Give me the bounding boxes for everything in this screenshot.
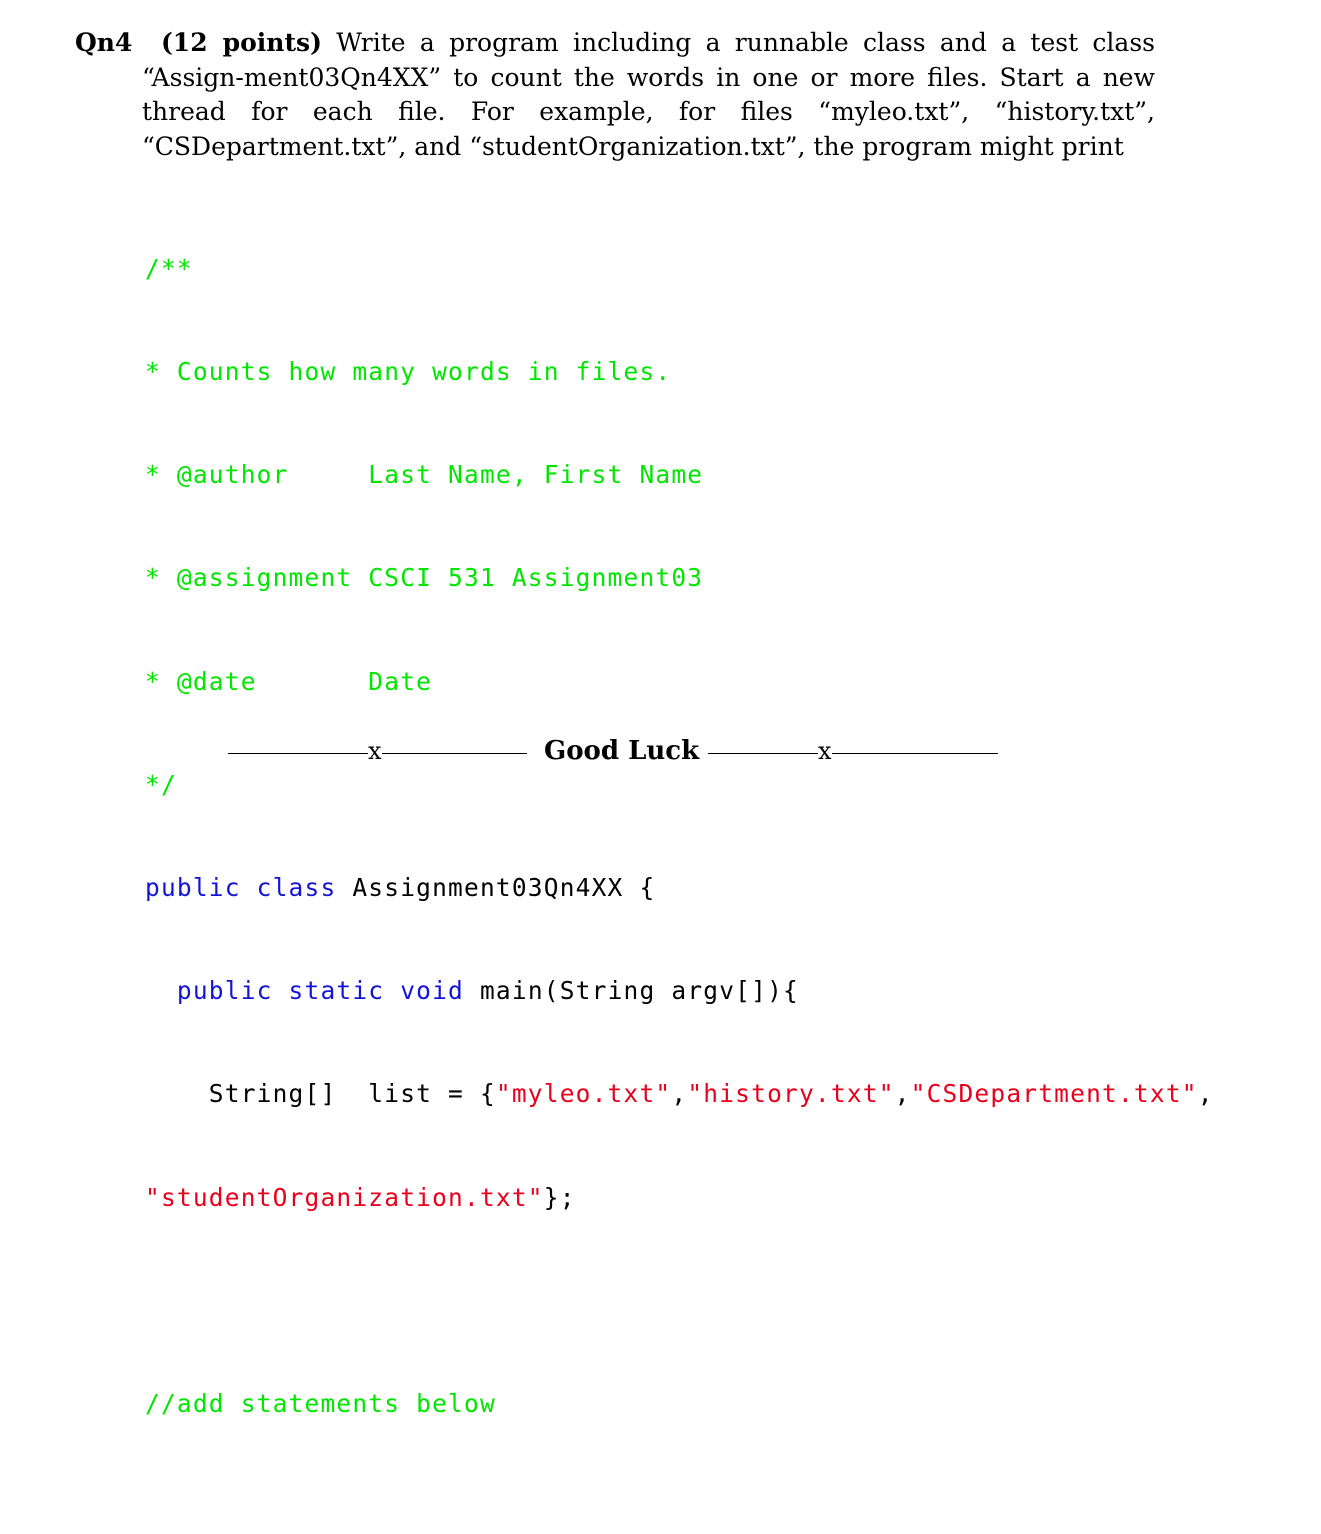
question-body: Write a program including a runnable cla… — [142, 28, 1155, 161]
divider-rule — [832, 753, 998, 755]
class-declaration: public class Assignment03Qn4XX { — [145, 871, 1214, 905]
keyword: public static void — [176, 976, 465, 1006]
code-listing: /** * Counts how many words in files. * … — [145, 183, 1214, 1534]
doc-comment-line: * @author Last Name, First Name — [145, 460, 704, 490]
string-literal: "myleo.txt" — [495, 1079, 672, 1109]
list-continuation: "studentOrganization.txt"}; — [145, 1181, 1214, 1215]
question-points: (12 points) — [160, 28, 322, 57]
divider-rule — [228, 753, 368, 755]
blank-line — [145, 1284, 1214, 1318]
doc-comment-line: /** — [145, 253, 193, 283]
keyword: public class — [145, 873, 337, 903]
divider-rule — [708, 753, 818, 755]
string-literal: "history.txt" — [687, 1079, 895, 1109]
doc-comment-line: * Counts how many words in files. — [145, 357, 672, 387]
x-marker: x — [818, 737, 832, 765]
divider-rule — [382, 753, 527, 755]
string-literal: "studentOrganization.txt" — [145, 1182, 544, 1212]
x-marker: x — [368, 737, 382, 765]
main-signature: main(String argv[]){ — [464, 976, 799, 1006]
good-luck-text: Good Luck — [544, 736, 700, 766]
add-statements-comment: //add statements below — [145, 1389, 496, 1419]
question-label: Qn4 — [75, 28, 133, 57]
footer-good-luck: x Good Luck x — [228, 733, 998, 773]
class-name: Assignment03Qn4XX { — [336, 873, 656, 903]
doc-comment-line: * @assignment CSCI 531 Assignment03 — [145, 563, 704, 593]
main-declaration: public static void main(String argv[]){ — [145, 974, 1214, 1008]
list-decl-text: String[] list = { — [145, 1079, 496, 1109]
blank-line — [145, 1490, 1214, 1524]
doc-comment-line: * @date Date — [145, 666, 433, 696]
question-text: Qn4 (12 points) Write a program includin… — [75, 26, 1155, 164]
question-paragraph: Qn4 (12 points) Write a program includin… — [75, 26, 1155, 164]
list-end: }; — [543, 1182, 576, 1212]
string-literal: "CSDepartment.txt" — [910, 1079, 1198, 1109]
list-declaration: String[] list = {"myleo.txt","history.tx… — [145, 1079, 1214, 1109]
